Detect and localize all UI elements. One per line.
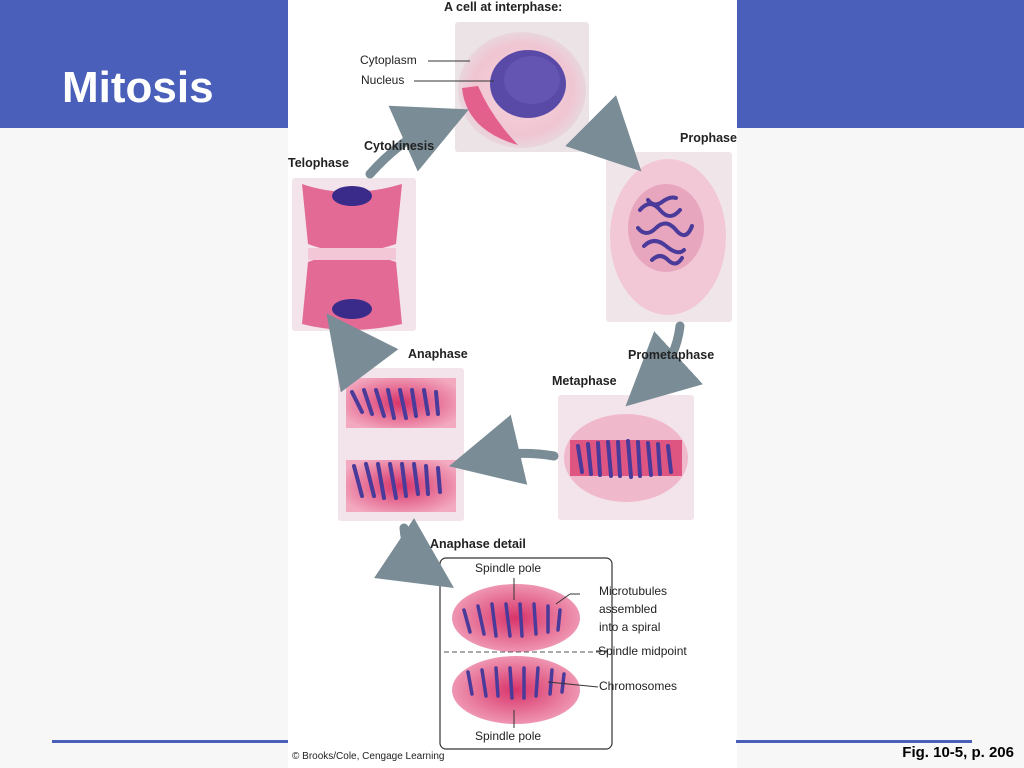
stage-label-anaphase: Anaphase	[408, 347, 468, 361]
callout-microtubules-line3: into a spiral	[599, 620, 661, 634]
callout-cytoplasm: Cytoplasm	[360, 53, 417, 67]
callout-lines	[414, 60, 608, 688]
slide-title: Mitosis	[62, 63, 214, 112]
stage-label-metaphase: Metaphase	[552, 374, 617, 388]
stage-label-telophase: Telophase	[288, 156, 349, 170]
cycle-arrows	[326, 95, 703, 588]
footer-rule-right	[736, 740, 972, 743]
stage-label-interphase: A cell at interphase:	[444, 0, 563, 14]
callout-nucleus: Nucleus	[361, 73, 405, 87]
callout-spindle-pole-bottom: Spindle pole	[475, 729, 542, 743]
callout-spindle-midpoint: Spindle midpoint	[598, 644, 687, 658]
telophase-cell-image	[292, 178, 416, 331]
footer-rule-left	[52, 740, 288, 743]
figure-reference: Fig. 10-5, p. 206	[902, 744, 1014, 761]
arrow-metaphase-to-anaphase	[448, 414, 559, 485]
mitosis-figure: A cell at interphase: Prophase Prometaph…	[288, 0, 737, 768]
callout-spindle-pole-top: Spindle pole	[475, 561, 542, 575]
interphase-cell-image	[455, 22, 589, 152]
anaphase-detail-box	[439, 557, 613, 750]
mitosis-diagram	[292, 22, 732, 750]
callout-chromosomes: Chromosomes	[599, 679, 678, 693]
arrow-interphase-to-prophase	[565, 95, 642, 172]
prophase-cell-image	[606, 152, 732, 322]
metaphase-cell-image	[558, 395, 694, 520]
copyright-notice: © Brooks/Cole, Cengage Learning	[292, 751, 445, 762]
anaphase-cell-image	[338, 368, 464, 521]
callout-microtubules-line2: assembled	[599, 602, 658, 616]
stage-label-prophase: Prophase	[680, 131, 737, 145]
arrow-telophase-to-interphase	[365, 105, 469, 179]
stage-label-cytokinesis: Cytokinesis	[364, 139, 435, 153]
arrow-anaphase-to-telophase	[326, 313, 399, 393]
stage-label-prometaphase: Prometaphase	[628, 348, 715, 362]
callout-microtubules-line1: Microtubules	[599, 584, 668, 598]
arrow-prophase-to-metaphase	[625, 321, 703, 407]
stage-label-anaphase-detail: Anaphase detail	[430, 537, 526, 551]
arrow-anaphase-to-detail	[374, 518, 454, 588]
